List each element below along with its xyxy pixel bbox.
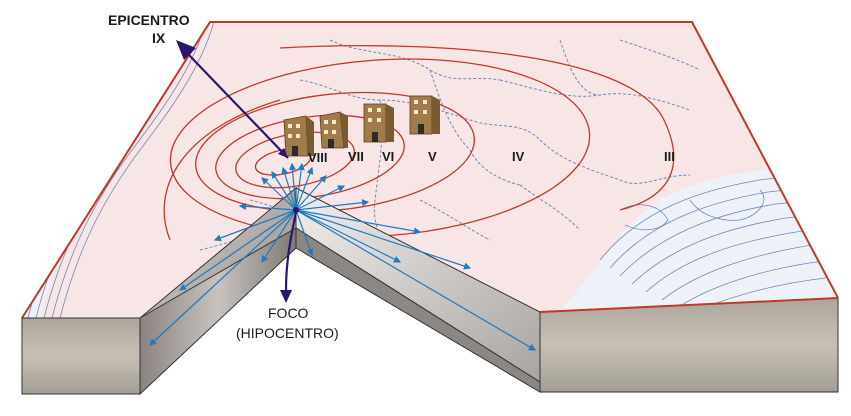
- seismic-wave-rays: [149, 162, 537, 351]
- block-left-front: [21, 317, 141, 395]
- hypocenter-label: (HIPOCENTRO): [236, 325, 339, 341]
- building-icon: [363, 103, 394, 143]
- epicenter-arrow: [176, 40, 289, 159]
- building-icon: [319, 111, 348, 149]
- epicenter-label: EPICENTRO: [108, 12, 190, 28]
- map-border: [21, 21, 839, 319]
- arrow-icon: [176, 40, 196, 60]
- focus-label: FOCO: [268, 305, 309, 321]
- intensity-label: VI: [382, 149, 394, 164]
- admin-borders: [199, 39, 701, 261]
- epicenter-intensity-label: IX: [152, 30, 166, 46]
- building-icon: [283, 115, 314, 157]
- intensity-label: III: [664, 149, 675, 164]
- block-right-front: [539, 297, 839, 393]
- building-icon: [409, 95, 440, 135]
- focus-arrow: [280, 207, 299, 303]
- intensity-label: V: [428, 149, 437, 164]
- intensity-label: IV: [512, 149, 525, 164]
- arrow-icon: [280, 290, 292, 303]
- intensity-label: VII: [348, 149, 364, 164]
- intensity-labels: VIII VII VI V IV III: [308, 149, 675, 165]
- intensity-label: VIII: [308, 150, 328, 165]
